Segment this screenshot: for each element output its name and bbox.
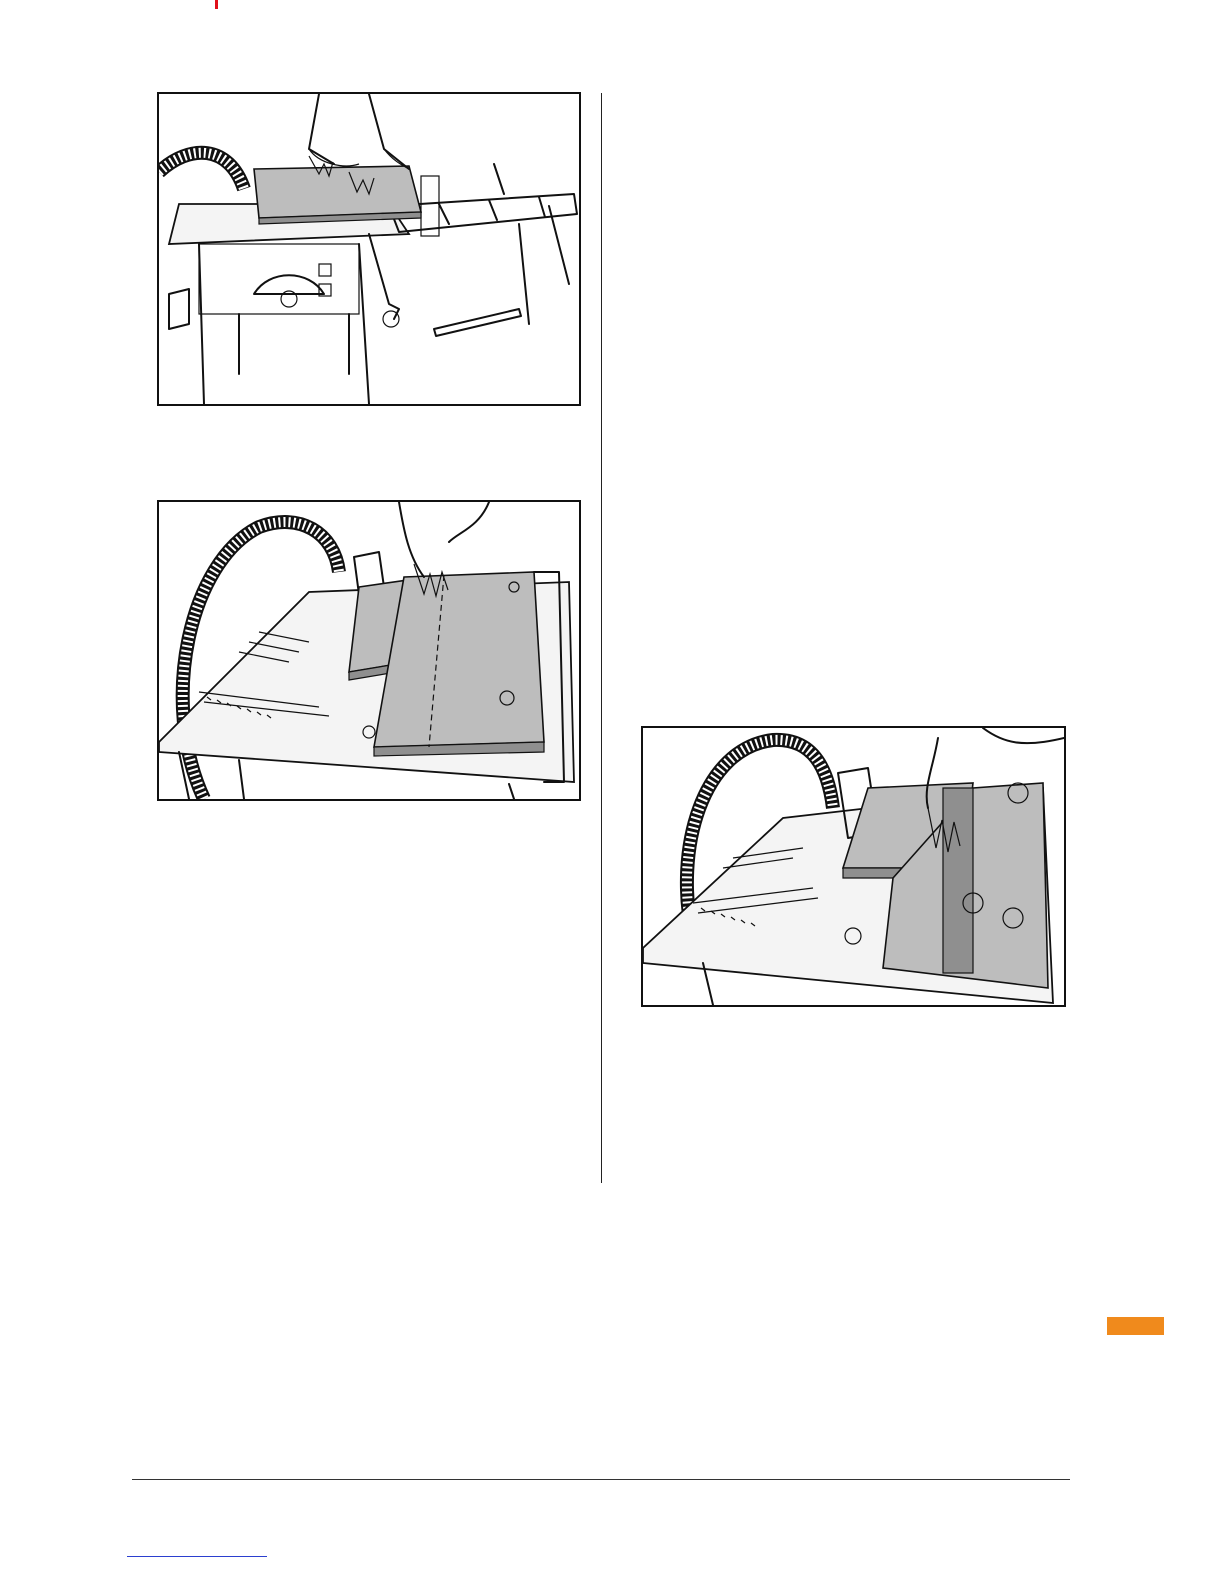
saw-extension-illustration-icon <box>159 94 579 404</box>
figure-sliding-carriage-cut <box>157 500 581 801</box>
sliding-carriage-illustration-icon <box>159 502 579 799</box>
footer-link-underline[interactable] <box>127 1556 267 1557</box>
cross-cut-illustration-icon <box>643 728 1064 1005</box>
figure-cross-cut-with-fence <box>641 726 1066 1007</box>
figure-saw-with-extension-table <box>157 92 581 406</box>
footer-divider <box>132 1479 1070 1480</box>
section-tab-marker <box>1107 1317 1164 1335</box>
column-divider <box>601 93 602 1183</box>
header-red-mark <box>215 0 218 9</box>
